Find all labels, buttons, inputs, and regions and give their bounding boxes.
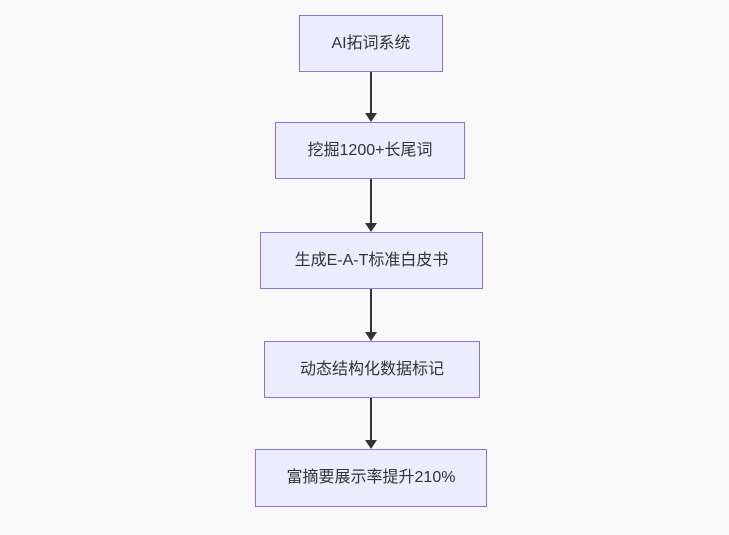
arrow-shaft [370,179,372,225]
flow-arrow-down [365,289,377,341]
flowchart-node-eat-whitepaper: 生成E-A-T标准白皮书 [260,232,483,289]
arrow-shaft [370,289,372,334]
node-label: AI拓词系统 [331,34,411,52]
arrowhead-down-icon [365,113,377,122]
node-label: 动态结构化数据标记 [299,360,444,378]
arrow-shaft [370,398,372,442]
flow-arrow-down [365,398,377,449]
node-label: 生成E-A-T标准白皮书 [294,251,449,269]
arrow-shaft [370,72,372,115]
flowchart-node-longtail-mining: 挖掘1200+长尾词 [275,122,465,179]
flow-arrow-down [365,179,377,232]
node-label: 挖掘1200+长尾词 [307,141,433,159]
flowchart-node-ai-keyword-system: AI拓词系统 [299,15,443,72]
arrowhead-down-icon [365,223,377,232]
node-label: 富摘要展示率提升210% [286,469,456,486]
flowchart-node-structured-data-markup: 动态结构化数据标记 [264,341,480,398]
flow-arrow-down [365,72,377,122]
arrowhead-down-icon [365,332,377,341]
arrowhead-down-icon [365,440,377,449]
flowchart-node-rich-snippet-uplift: 富摘要展示率提升210% [255,449,487,507]
